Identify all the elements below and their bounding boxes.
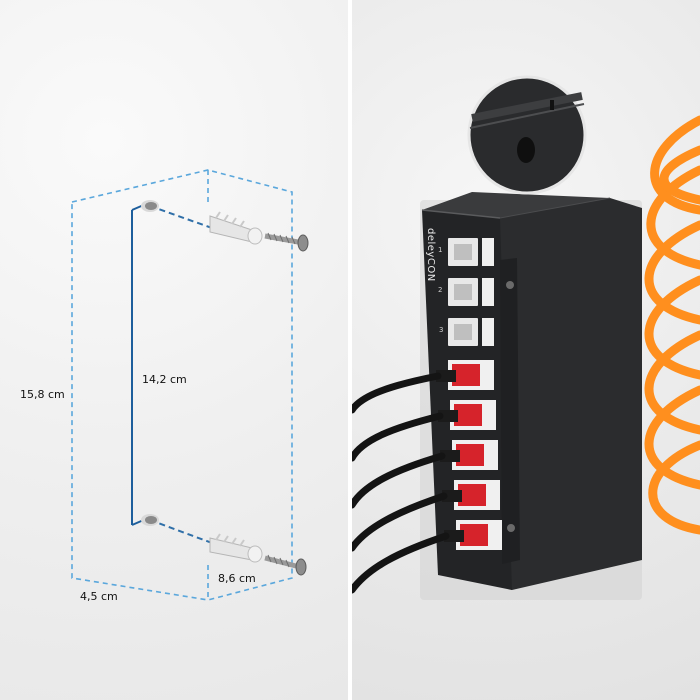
wall-plug-bottom-icon (209, 533, 263, 563)
product-photo-panel: deleyCON 1 2 3 (352, 0, 700, 700)
port-number-2: 2 (438, 286, 442, 294)
screw-top-icon (264, 232, 309, 252)
outer-height-label: 15,8 cm (20, 388, 65, 401)
patch-panel-photo: deleyCON 1 2 3 (352, 75, 700, 600)
empty-port-2[interactable] (448, 278, 494, 306)
port-5-with-cable[interactable] (438, 400, 496, 430)
mounting-dimensions-panel: 15,8 cm 14,2 cm 8,6 cm 4,5 cm (0, 0, 348, 700)
orange-network-cables (644, 115, 700, 535)
outer-dimension-outline (71, 169, 293, 601)
wall-hole-top (141, 200, 159, 212)
brand-text: deleyCON (425, 228, 436, 282)
screw-bottom-icon (264, 554, 307, 576)
port-4-with-cable[interactable] (436, 360, 494, 390)
port-8-with-cable[interactable] (444, 520, 502, 550)
port-7-with-cable[interactable] (442, 480, 500, 510)
mounting-diagram (71, 169, 309, 601)
port-number-3: 3 (439, 326, 443, 334)
empty-port-3[interactable] (448, 318, 494, 346)
depth-label: 4,5 cm (80, 590, 118, 603)
port-6-with-cable[interactable] (440, 440, 498, 470)
keyhole-detail-inset (467, 75, 587, 195)
wall-plug-top-icon (209, 211, 263, 245)
width-label: 8,6 cm (218, 572, 256, 585)
black-patch-cables (352, 372, 450, 594)
port-number-1: 1 (438, 246, 442, 254)
wall-hole-bottom (141, 514, 159, 526)
hole-spacing-label: 14,2 cm (142, 373, 187, 386)
panel-divider (348, 0, 352, 700)
hole-axis-lines (149, 205, 213, 544)
empty-port-1[interactable] (448, 238, 494, 266)
